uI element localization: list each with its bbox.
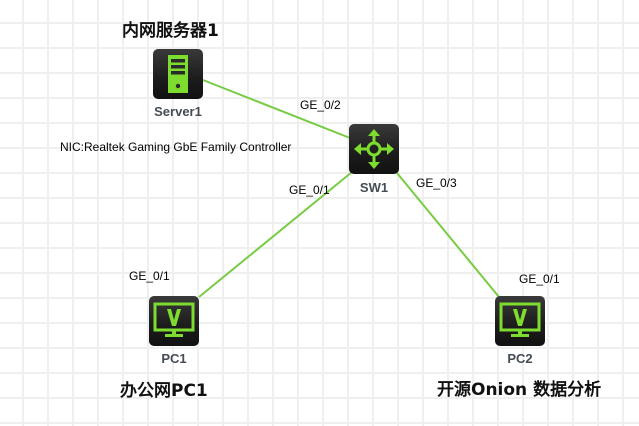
server1-title: 内网服务器1 — [122, 21, 219, 41]
pc-icon — [499, 302, 541, 337]
pc2-label: PC2 — [507, 351, 533, 366]
server1-nic-note: NIC:Realtek Gaming GbE Family Controller — [60, 140, 292, 154]
port-label-sw1-ge0-3: GE_0/3 — [416, 176, 457, 190]
link-pc2-sw1[interactable] — [396, 172, 500, 298]
port-label-pc1-ge0-1: GE_0/1 — [129, 269, 170, 283]
pc1-label: PC1 — [161, 351, 187, 366]
pc2-title: 开源Onion 数据分析 — [437, 380, 602, 400]
link-server1-sw1[interactable] — [202, 79, 351, 139]
port-label-sw1-ge0-1: GE_0/1 — [289, 183, 330, 197]
server1-node[interactable] — [153, 49, 203, 99]
link-pc1-sw1[interactable] — [198, 171, 353, 298]
pc1-node[interactable] — [149, 296, 199, 346]
pc1-title: 办公网PC1 — [120, 381, 208, 401]
port-label-sw1-ge0-2: GE_0/2 — [300, 98, 341, 112]
pc2-node[interactable] — [495, 296, 545, 346]
sw1-node[interactable] — [349, 124, 399, 174]
server-icon — [168, 55, 188, 93]
port-label-pc2-ge0-1: GE_0/1 — [519, 272, 560, 286]
switch-icon — [354, 129, 394, 169]
server1-label: Server1 — [154, 104, 202, 119]
sw1-label: SW1 — [359, 180, 389, 195]
pc-icon — [153, 302, 195, 337]
